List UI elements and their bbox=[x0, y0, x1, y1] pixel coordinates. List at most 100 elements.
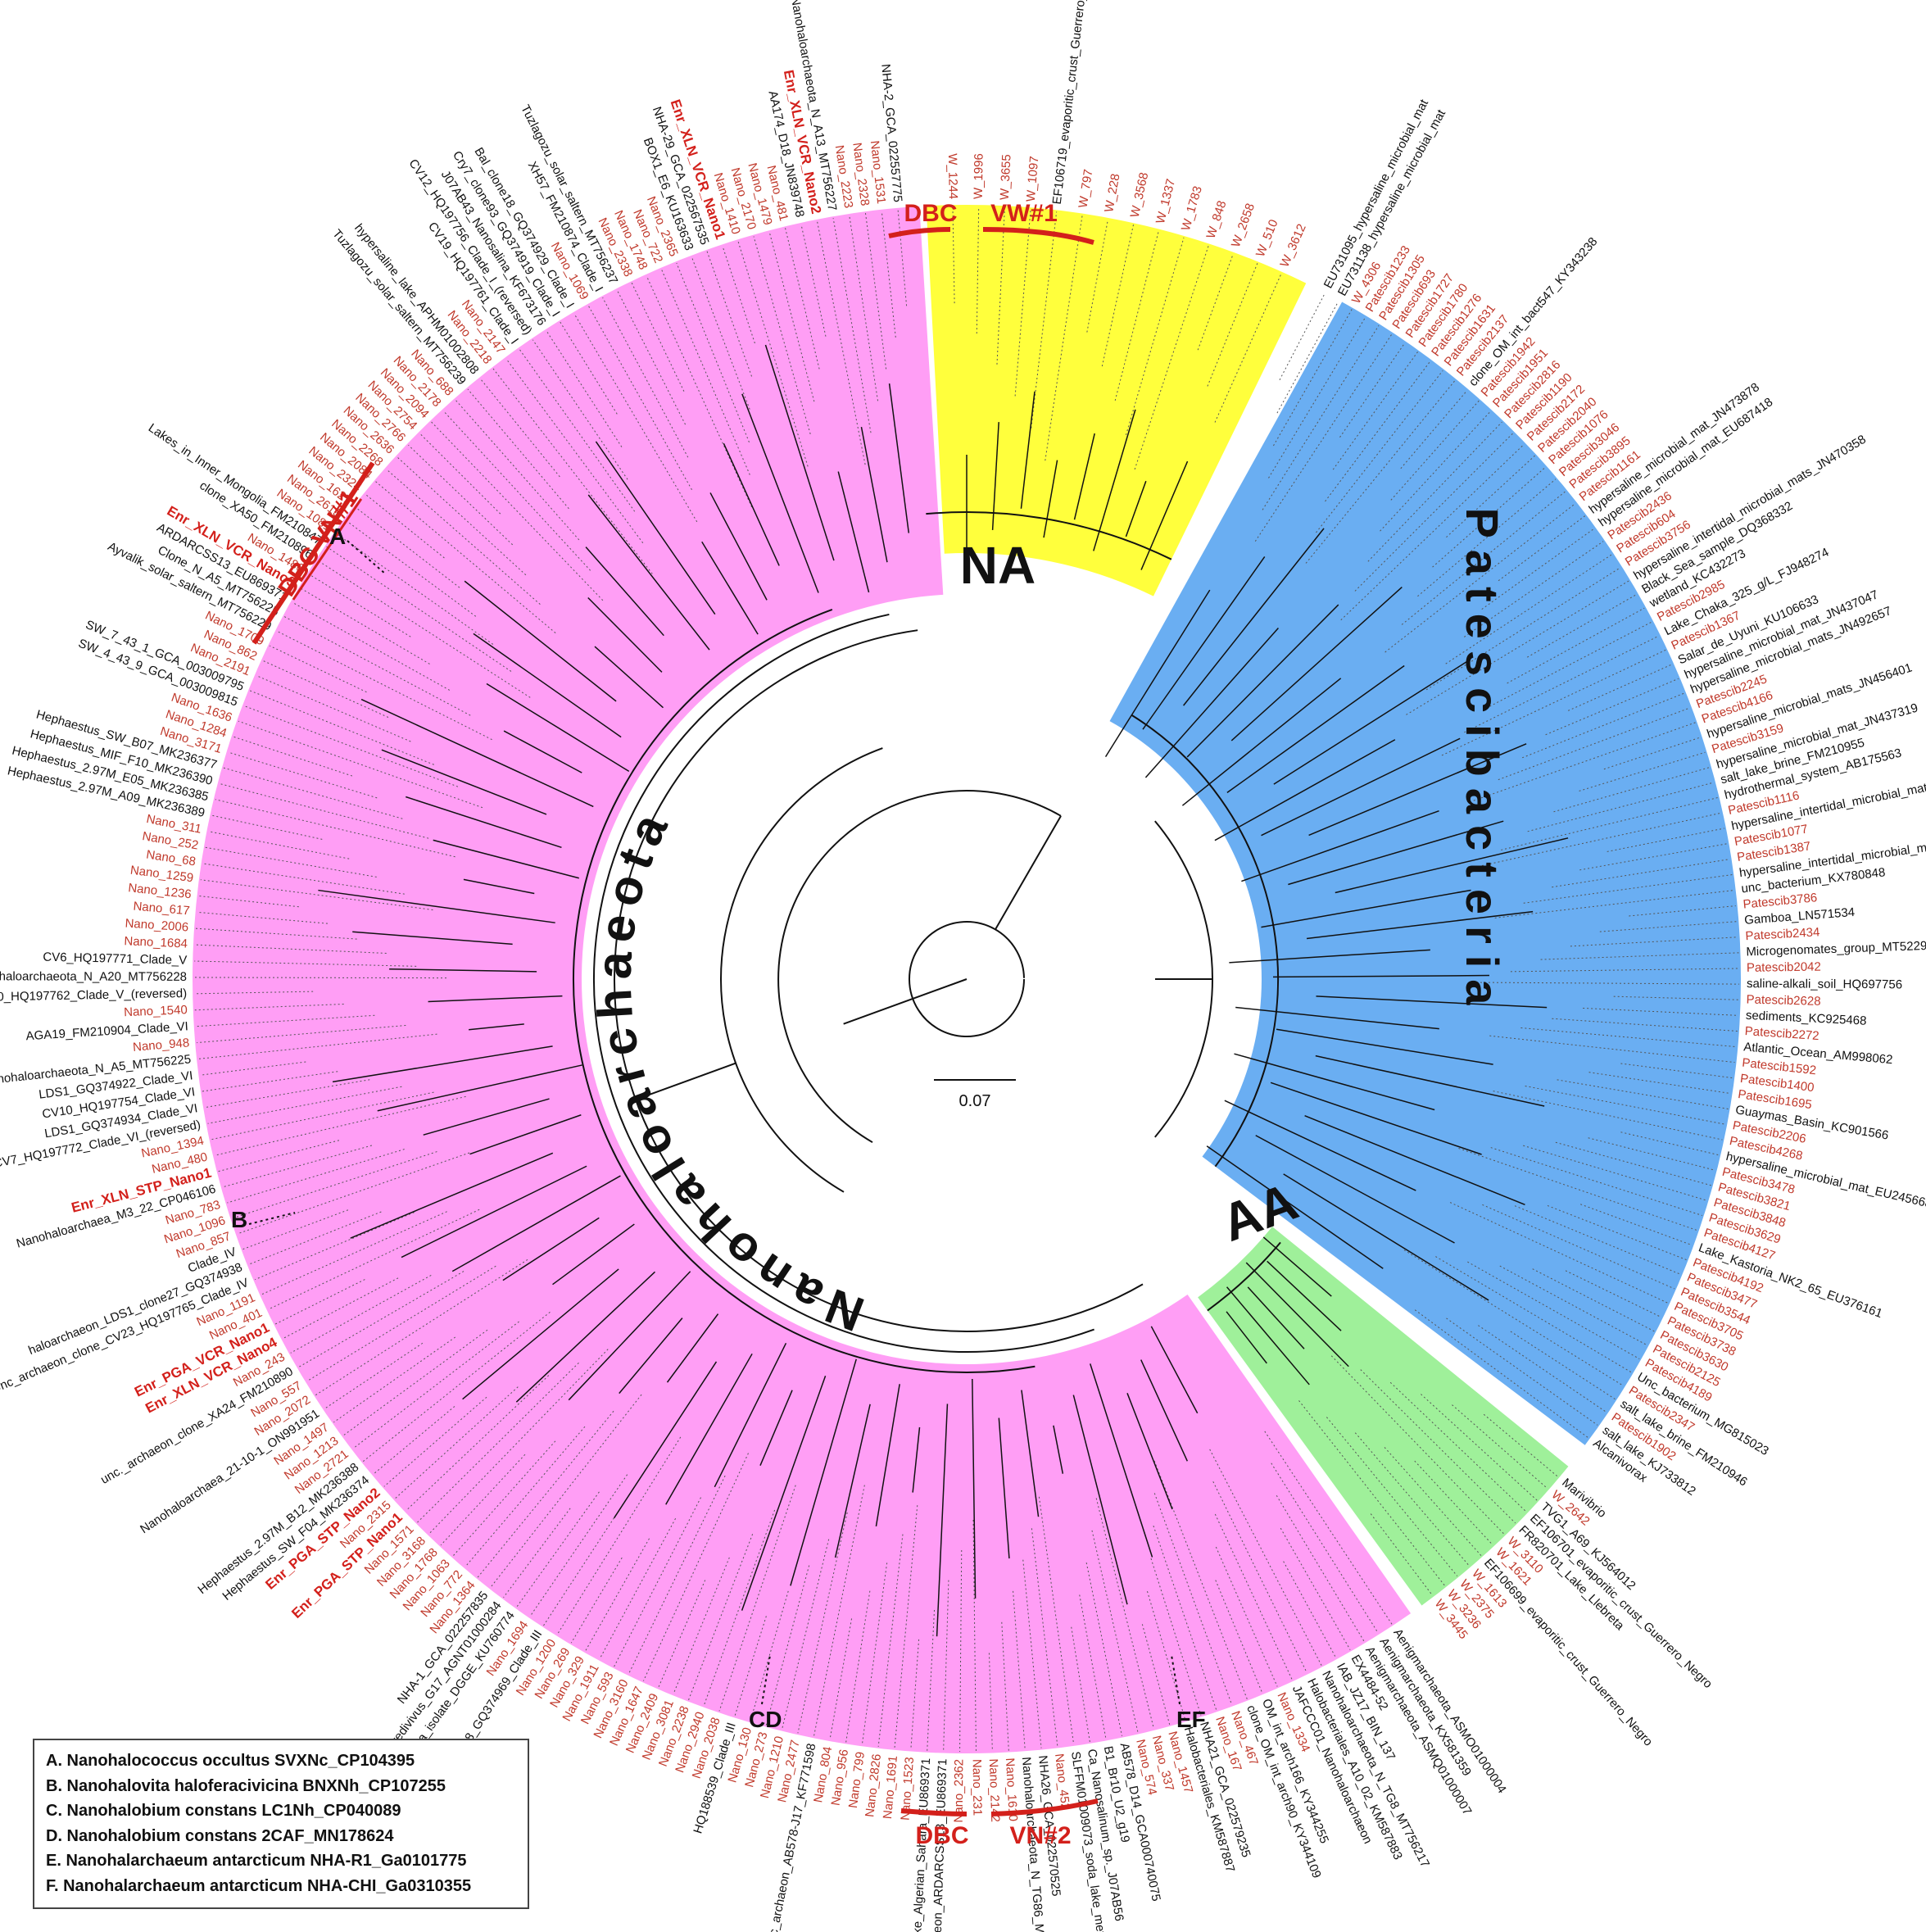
leaf-connector bbox=[1212, 1481, 1307, 1673]
leaf-label: Nano_1523 bbox=[899, 1757, 918, 1821]
leaf-connector bbox=[308, 574, 411, 637]
leaf-label: CV20_HQ197762_Clade_V_(reversed) bbox=[0, 986, 187, 1005]
leaf-connector bbox=[1449, 1202, 1669, 1304]
leaf-connector bbox=[1467, 1261, 1640, 1359]
leaf-connector bbox=[194, 991, 314, 995]
branch-radial bbox=[451, 1175, 621, 1272]
leaf-connector bbox=[1464, 635, 1660, 733]
leaf-connector bbox=[753, 236, 811, 434]
leaf-connector bbox=[1014, 209, 1031, 397]
leaf-connector bbox=[1435, 1256, 1632, 1373]
leaf-label: W_2658 bbox=[1229, 202, 1258, 249]
leaf-connector bbox=[233, 736, 353, 777]
leaf-label: Nano_231 bbox=[970, 1759, 985, 1816]
leaf-connector bbox=[1452, 1404, 1548, 1490]
leaf-connector bbox=[1207, 263, 1258, 387]
leaf-connector bbox=[532, 339, 628, 480]
leaf-connector bbox=[211, 814, 323, 840]
leaf-connector bbox=[1588, 1072, 1731, 1095]
branch-radial bbox=[1272, 974, 1489, 978]
leaf-connector bbox=[1134, 245, 1209, 470]
leaf-connector bbox=[197, 911, 328, 924]
side-bracket-line bbox=[252, 461, 375, 645]
leaf-connector bbox=[1214, 273, 1282, 423]
leaf-connector bbox=[1268, 317, 1366, 478]
branch-arc bbox=[1131, 714, 1279, 1168]
leaf-connector bbox=[1013, 1590, 1026, 1750]
leaf-connector bbox=[306, 1265, 496, 1382]
leaf-connector bbox=[1552, 859, 1730, 888]
branch-radial bbox=[619, 1317, 683, 1395]
leaf-connector bbox=[1498, 515, 1586, 582]
leaf-connector bbox=[1557, 1079, 1729, 1109]
leaf-connector bbox=[256, 675, 411, 742]
leaf-connector bbox=[813, 1485, 865, 1737]
branch-radial bbox=[912, 1426, 921, 1493]
leaf-connector bbox=[718, 1485, 796, 1712]
branch-radial bbox=[1093, 409, 1136, 551]
leaf-connector bbox=[1001, 1621, 1009, 1751]
leaf-connector bbox=[1400, 390, 1468, 469]
leaf-connector bbox=[1325, 361, 1431, 502]
leaf-connector bbox=[676, 262, 750, 442]
leaf-connector bbox=[1579, 843, 1728, 871]
leaf-connector bbox=[1283, 1561, 1337, 1658]
leaf-connector bbox=[406, 1375, 550, 1512]
leaf-connector bbox=[516, 1491, 600, 1608]
branch-radial bbox=[1206, 1145, 1384, 1269]
leaf-connector bbox=[703, 1509, 776, 1706]
leaf-connector bbox=[560, 321, 618, 415]
leaf-connector bbox=[1197, 253, 1234, 351]
leaf-connector bbox=[1553, 767, 1711, 813]
branch-arc bbox=[1207, 1241, 1281, 1312]
marker-ef: EF bbox=[1176, 1707, 1206, 1732]
legend-item-f: F. Nanohalarchaeum antarcticum NHA-CHI_G… bbox=[46, 1876, 472, 1895]
leaf-connector bbox=[529, 1474, 628, 1617]
branch-radial bbox=[790, 1358, 857, 1586]
leaf-connector bbox=[959, 1549, 963, 1752]
branch-radial bbox=[1104, 589, 1211, 758]
branch-radial bbox=[552, 1223, 635, 1286]
marker-a: A bbox=[329, 524, 346, 549]
leaf-label: W_1244 bbox=[945, 153, 960, 199]
leaf-label: Nano_948 bbox=[132, 1036, 189, 1054]
leaf-label: Nano_617 bbox=[133, 900, 190, 918]
leaf-label: W_1996 bbox=[972, 153, 986, 199]
leaf-connector bbox=[205, 846, 377, 878]
branch-radial bbox=[764, 344, 835, 561]
leaf-connector bbox=[660, 269, 750, 475]
branch-radial bbox=[1315, 1054, 1545, 1107]
leaf-connector bbox=[455, 399, 580, 541]
tree-branches bbox=[194, 206, 1739, 1752]
sector-patescibacteria bbox=[1109, 302, 1741, 1445]
leaf-connector bbox=[1417, 478, 1557, 597]
top-bracket-left-line bbox=[888, 227, 951, 238]
branch-radial bbox=[1241, 810, 1439, 882]
leaf-connector bbox=[1521, 692, 1685, 759]
leaf-connector bbox=[419, 433, 501, 515]
branch-radial bbox=[1255, 1135, 1455, 1244]
leaf-connector bbox=[1085, 1562, 1123, 1736]
leaf-connector bbox=[1525, 1085, 1726, 1125]
branch-arc bbox=[777, 790, 1062, 1144]
branch-radial bbox=[469, 1023, 524, 1031]
branch-radial bbox=[473, 633, 622, 738]
leaf-connector bbox=[1507, 607, 1645, 684]
leaf-connector bbox=[200, 1061, 306, 1076]
branch-radial bbox=[428, 995, 563, 1003]
leaf-connector bbox=[768, 232, 815, 402]
leaf-connector bbox=[1499, 1265, 1647, 1346]
leaf-connector bbox=[1579, 751, 1706, 791]
leaf-connector bbox=[1114, 230, 1159, 401]
branch-radial bbox=[595, 441, 716, 615]
branch-radial bbox=[1304, 1115, 1525, 1206]
leaf-connector bbox=[1432, 466, 1546, 568]
branch-radial bbox=[995, 815, 1062, 930]
leaf-connector bbox=[1153, 1493, 1233, 1705]
branch-radial bbox=[1183, 528, 1325, 706]
leaf-connector bbox=[1354, 1432, 1470, 1567]
leaf-connector bbox=[845, 1590, 871, 1743]
branch-radial bbox=[1283, 1173, 1489, 1301]
branch-radial bbox=[843, 978, 968, 1025]
